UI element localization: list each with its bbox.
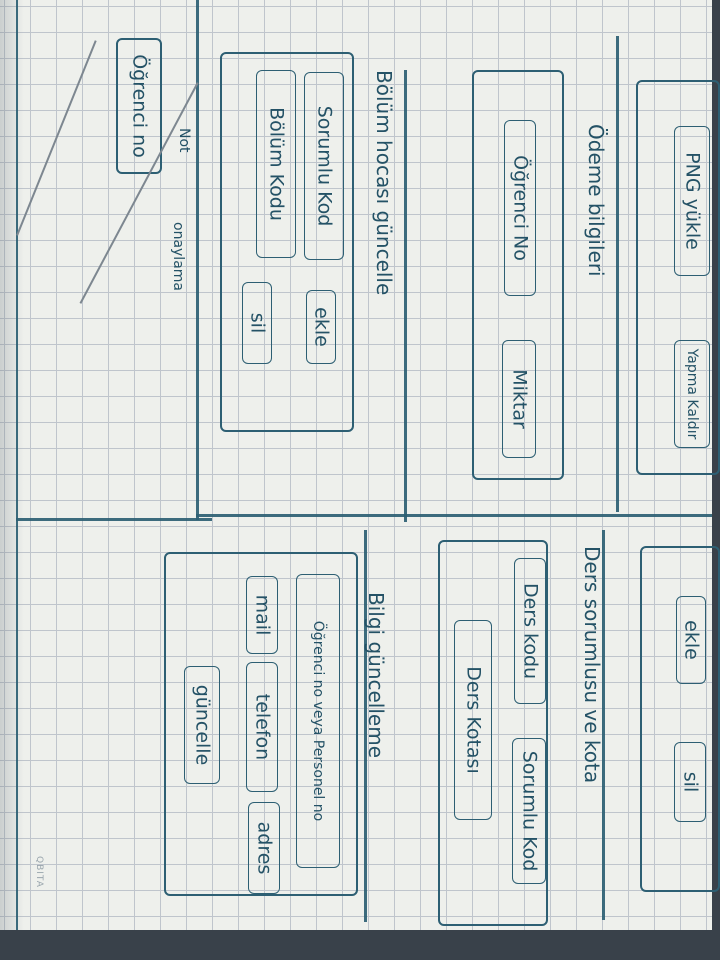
update-button[interactable]: güncelle [184,666,220,784]
cross-out-stroke-1 [16,40,97,236]
divider-vertical-bottom-right [602,530,605,920]
note-label: Not [176,128,192,153]
png-upload-button[interactable]: PNG yükle [674,126,710,276]
course-quota-field[interactable]: Ders Kotası [454,620,492,820]
course-quota-field-label: Ders Kotası [462,666,485,774]
remove-image-button-label: Yapma Kaldır [684,348,700,440]
department-code-field-label: Bölüm Kodu [265,107,288,221]
delete-button-2[interactable]: sil [674,742,706,822]
payment-info-title: Ödeme bilgileri [584,124,608,277]
graph-paper-sheet: PNG yükle Yapma Kaldır Ödeme bilgileri Ö… [0,0,720,930]
course-responsibility-panel: Ders kodu Sorumlu Kod Ders Kotası [438,540,548,926]
course-responsible-code-field[interactable]: Sorumlu Kod [512,738,546,884]
info-update-title: Bilgi güncelleme [364,592,388,758]
mail-field-label: mail [251,594,274,636]
info-update-panel: Öğrenci no veya Personel no mail telefon… [164,552,358,896]
divider-vertical-top-left [196,0,199,520]
update-button-label: güncelle [191,684,214,766]
png-upload-button-label: PNG yükle [681,152,704,250]
divider-margin-left [16,0,18,930]
student-or-staff-no-field-label: Öğrenci no veya Personel no [310,620,326,822]
approval-label: onaylama [170,222,186,291]
course-responsible-code-field-label: Sorumlu Kod [518,750,541,872]
divider-vertical-top-right [616,36,619,512]
address-field-label: adres [253,821,276,875]
page-edge-shadow [0,0,24,930]
payment-info-panel: Öğrenci No Miktar [472,70,564,480]
student-no-field-label: Öğrenci No [509,155,532,261]
add-button-2[interactable]: ekle [676,596,706,684]
responsible-code-field-label: Sorumlu Kod [313,105,336,227]
delete-button-label: sil [246,312,269,334]
crossed-student-no-label: Öğrenci no [128,54,151,158]
phone-field[interactable]: telefon [246,662,278,792]
delete-button[interactable]: sil [242,282,272,364]
student-or-staff-no-field[interactable]: Öğrenci no veya Personel no [296,574,340,868]
add-button-label: ekle [310,307,333,347]
add-remove-panel: ekle sil [640,546,720,892]
course-code-field-label: Ders kodu [519,582,542,680]
remove-image-button[interactable]: Yapma Kaldır [674,340,710,448]
address-field[interactable]: adres [248,802,280,894]
phone-field-label: telefon [251,693,274,761]
png-upload-panel: PNG yükle Yapma Kaldır [636,80,720,475]
notebook-brand-logo: QBITA [34,856,44,888]
divider-vertical-bottom-left [364,530,367,922]
student-no-field[interactable]: Öğrenci No [504,120,536,296]
add-button[interactable]: ekle [306,290,336,364]
divider-horizontal-right [196,514,712,517]
divider-horizontal-left [16,518,212,521]
divider-vertical-top-mid [404,70,407,522]
crossed-student-no-box: Öğrenci no [116,38,162,174]
responsible-code-field[interactable]: Sorumlu Kod [304,72,344,260]
amount-field-label: Miktar [508,369,531,429]
department-head-panel: Sorumlu Kod Bölüm Kodu ekle sil [220,52,354,432]
delete-button-2-label: sil [679,771,702,793]
amount-field[interactable]: Miktar [502,340,536,458]
department-code-field[interactable]: Bölüm Kodu [256,70,296,258]
department-head-title: Bölüm hocası güncelle [372,70,396,296]
course-responsibility-title: Ders sorumlusu ve kota [580,546,604,784]
mail-field[interactable]: mail [246,576,278,654]
course-code-field[interactable]: Ders kodu [514,558,546,704]
add-button-2-label: ekle [680,620,703,660]
